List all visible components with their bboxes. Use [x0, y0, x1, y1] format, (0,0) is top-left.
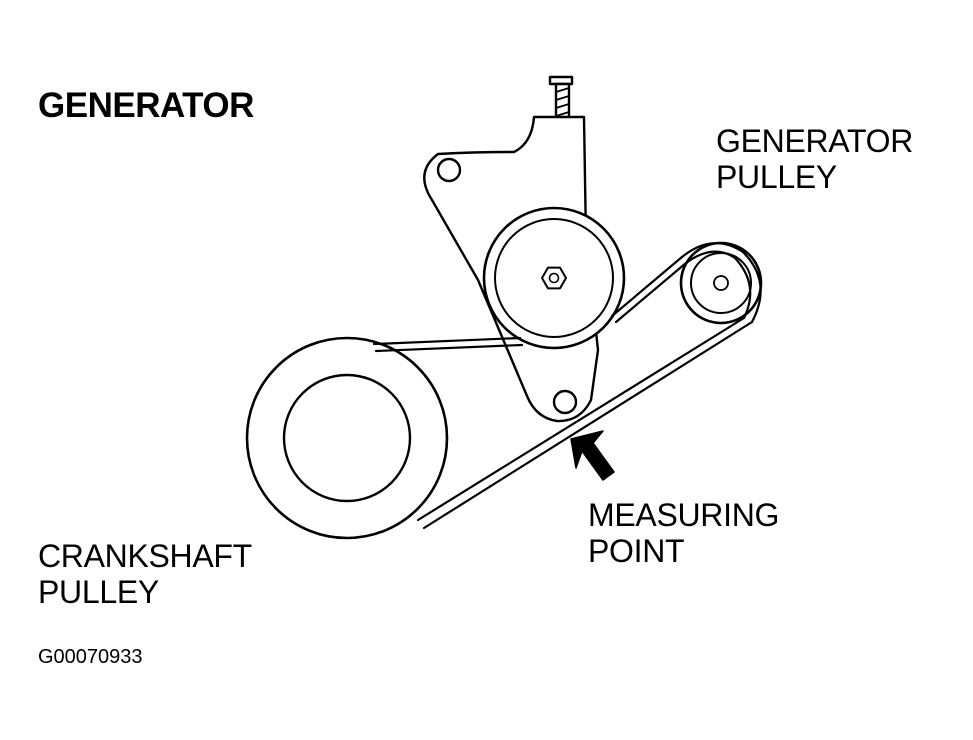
- measuring-point-label-line-2: POINT: [588, 532, 685, 569]
- crankshaft-pulley-label-line-2: PULLEY: [38, 573, 159, 610]
- figure-id: G00070933: [38, 646, 143, 668]
- generator-pulley: [679, 241, 763, 325]
- measuring-arrow: [570, 430, 615, 481]
- generator-pulley-label: GENERATOR PULLEY: [716, 123, 914, 196]
- drive-belt: [372, 242, 762, 530]
- generator-pulley-label-line-2: PULLEY: [716, 158, 837, 195]
- bracket-upper-hole: [436, 157, 462, 183]
- generator-pulley-label-line-1: GENERATOR: [716, 123, 914, 159]
- bracket-lower-hole: [552, 389, 578, 415]
- measuring-point-label-line-1: MEASURING: [588, 497, 780, 533]
- adjusting-bolt: [548, 75, 574, 120]
- crankshaft-pulley: [245, 336, 449, 540]
- measuring-point-label: MEASURING POINT: [588, 497, 780, 570]
- crankshaft-pulley-label-line-1: CRANKSHAFT: [38, 538, 252, 574]
- diagram-title: GENERATOR: [38, 86, 254, 125]
- crankshaft-pulley-label: CRANKSHAFT PULLEY: [38, 538, 252, 611]
- generator-drive-pulley: [482, 206, 626, 350]
